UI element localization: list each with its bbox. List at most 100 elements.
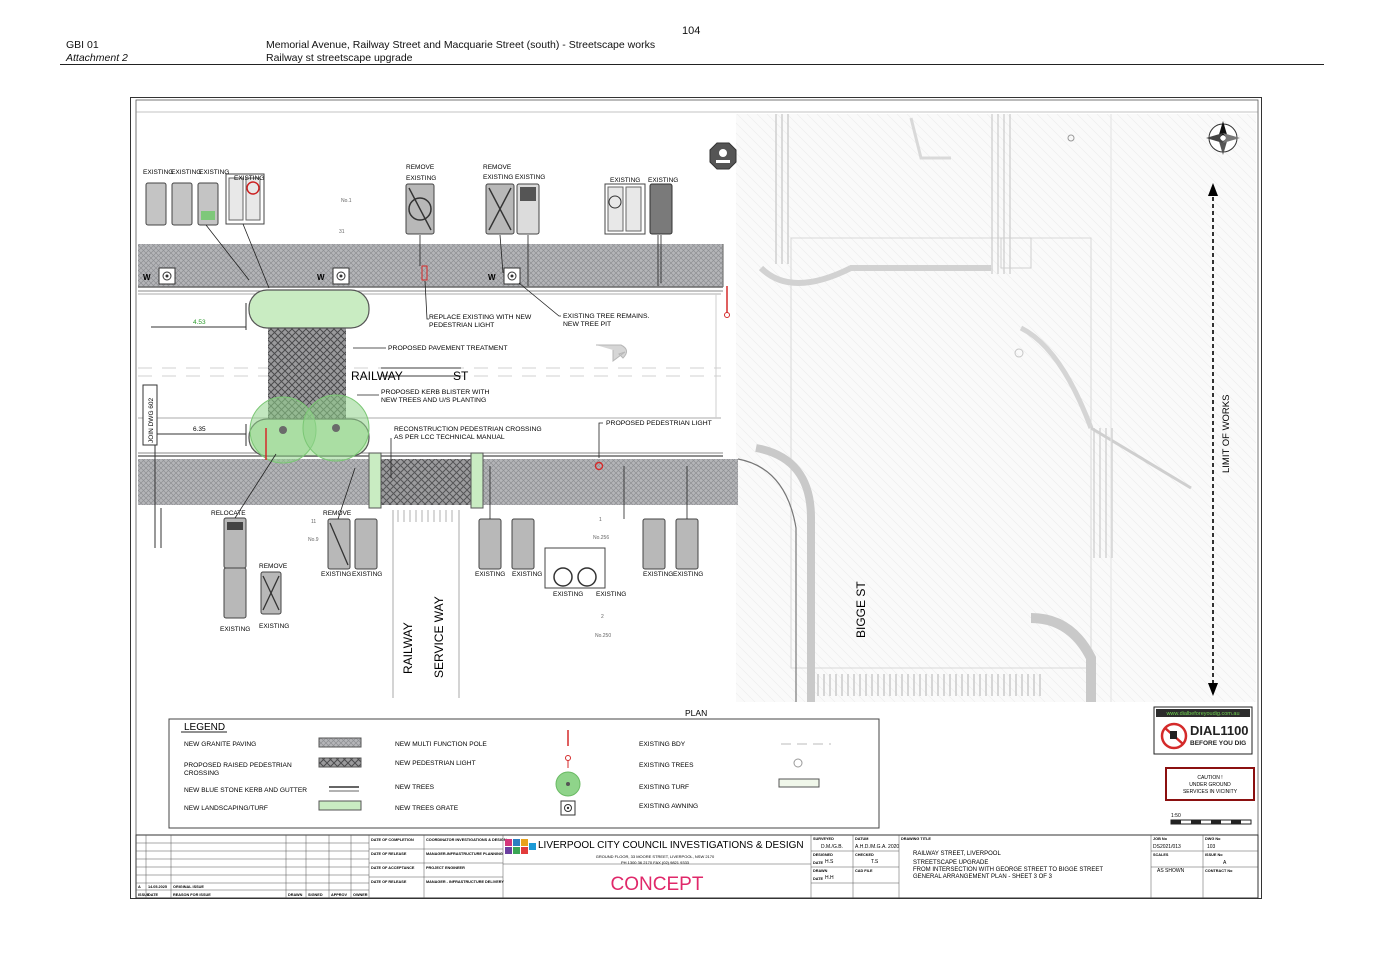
label-bot-existing-8: EXISTING xyxy=(673,571,703,578)
label-top-existing-6: EXISTING xyxy=(483,174,513,181)
drawing-sheet: W W W 4.53 6.35 RAILWAY ST BIGGE ST RAIL… xyxy=(130,97,1262,899)
dimensions: 4.53 6.35 xyxy=(151,303,247,548)
issue-header: ISSUE xyxy=(138,893,150,897)
label-bot-existing-10: EXISTING xyxy=(259,623,289,630)
dt-2: STREETSCAPE UPGRADE xyxy=(913,860,988,866)
legend: LEGEND NEW GRANITE PAVING PROPOSED RAISE… xyxy=(168,718,880,829)
label-bot-existing-7: EXISTING xyxy=(643,571,673,578)
document-code: GBI 01 xyxy=(66,39,99,51)
label-top-remove-1: REMOVE xyxy=(406,164,435,171)
rev-desc: ORIGINAL ISSUE xyxy=(173,885,204,889)
callout-replace-light-1: REPLACE EXISTING WITH NEW xyxy=(429,314,532,321)
dt-1: RAILWAY STREET, LIVERPOOL xyxy=(913,851,1001,857)
tb-datum-v: A.H.D./M.G.A. 2020 xyxy=(855,844,899,850)
council-name: LIVERPOOL CITY COUNCIL INVESTIGATIONS & … xyxy=(538,840,804,851)
tb-designed-v: H.S xyxy=(825,859,834,865)
callout-ped-light: PROPOSED PEDESTRIAN LIGHT xyxy=(606,420,712,427)
tb-drawn-v: H.H xyxy=(825,875,834,881)
label-bot-existing-6: EXISTING xyxy=(596,591,626,598)
tb-dwg-v: 103 xyxy=(1207,844,1216,850)
label-top-existing-2: EXISTING xyxy=(171,169,201,176)
legend-title: LEGEND xyxy=(184,722,225,733)
scale-value: 1:50 xyxy=(1171,813,1181,819)
legend-col3-2: EXISTING TURF xyxy=(639,784,689,791)
callout-crossing-2: AS PER LCC TECHNICAL MANUAL xyxy=(394,434,505,441)
tb-dwg-no: DWG No xyxy=(1205,837,1221,841)
tb-date-1: DATE xyxy=(813,861,824,865)
caution-1: CAUTION ! xyxy=(1197,775,1222,781)
plan-label: PLAN xyxy=(685,708,707,718)
callout-pavement: PROPOSED PAVEMENT TREATMENT xyxy=(388,345,507,352)
tb-drawn: DRAWN xyxy=(813,869,828,873)
dial-main: DIAL1100 xyxy=(1190,723,1249,738)
attachment-label: Attachment 2 xyxy=(66,52,128,64)
dt-4: GENERAL ARRANGEMENT PLAN - SHEET 3 OF 3 xyxy=(913,874,1053,880)
street-label-railway: RAILWAY xyxy=(351,369,403,383)
tb-mgr-plan: MANAGER-INFRASTRUCTURE PLANNING xyxy=(426,852,503,856)
title-block: A 14.05.2025 ORIGINAL ISSUE ISSUE DATE R… xyxy=(135,834,1259,898)
legend-existing-turf-swatch xyxy=(778,778,820,788)
prop-11: 11 xyxy=(311,519,316,525)
tb-date-acceptance: DATE OF ACCEPTANCE xyxy=(371,866,415,870)
svg-text:W: W xyxy=(488,273,496,282)
tb-date-release-2: DATE OF RELEASE xyxy=(371,880,407,884)
callout-kerb-2: NEW TREES AND U/S PLANTING xyxy=(381,397,486,404)
tb-date-completion: DATE OF COMPLETION xyxy=(371,838,414,842)
tb-job-v: DS2021/013 xyxy=(1153,844,1181,850)
tb-proj-eng: PROJECT ENGINEER xyxy=(426,866,465,870)
top-footpath-paving xyxy=(138,244,723,287)
label-top-remove-2: REMOVE xyxy=(483,164,512,171)
header-rule xyxy=(60,64,1324,65)
tb-issue-no: ISSUE No xyxy=(1205,853,1223,857)
callout-tree-remains-2: NEW TREE PIT xyxy=(563,321,611,328)
legend-col1-4: NEW LANDSCAPING/TURF xyxy=(184,805,268,812)
street-label-service-2: SERVICE WAY xyxy=(432,596,446,678)
stop-sign-icon xyxy=(709,142,737,170)
label-bot-relocate: RELOCATE xyxy=(211,510,246,517)
prop-no9: No.9 xyxy=(308,537,319,543)
tb-issue-v: A xyxy=(1223,860,1227,866)
label-bot-existing-4: EXISTING xyxy=(512,571,542,578)
tb-job-no: JOB No xyxy=(1153,837,1168,841)
header-middle: Memorial Avenue, Railway Street and Macq… xyxy=(266,39,655,65)
label-top-existing-1: EXISTING xyxy=(143,169,173,176)
label-top-existing-5: EXISTING xyxy=(406,175,436,182)
corner-kerb xyxy=(722,244,797,702)
council-phone: PH 1300 36 2170 FAX (02) 9821 9333 xyxy=(621,860,690,865)
label-top-existing-8: EXISTING xyxy=(610,177,640,184)
legend-swatch-paving xyxy=(318,737,362,748)
council-logo-icon xyxy=(505,839,536,854)
limit-of-works-label: LIMIT OF WORKS xyxy=(1221,395,1232,473)
dim-bottom: 6.35 xyxy=(193,426,206,433)
drawn-header: DRAWN xyxy=(288,893,303,897)
caution-2: UNDER GROUND xyxy=(1189,782,1231,788)
svg-text:W: W xyxy=(143,273,151,282)
bottom-signs xyxy=(223,517,699,619)
legend-col2-2: NEW TREES xyxy=(395,784,435,791)
prop-1: 1 xyxy=(599,517,602,523)
tb-cad-file: CAD FILE xyxy=(855,869,873,873)
street-label-service-1: RAILWAY xyxy=(401,622,415,674)
label-top-existing-4: EXISTING xyxy=(234,175,264,182)
reason-header: REASON FOR ISSUE xyxy=(173,893,211,897)
dial-url: www.dialbeforeyoudig.com.au xyxy=(1165,711,1239,717)
legend-col3-0: EXISTING BDY xyxy=(639,741,686,748)
kerb-blister-top xyxy=(248,289,370,329)
plan-drawing: W W W 4.53 6.35 RAILWAY ST BIGGE ST RAIL… xyxy=(135,99,1259,898)
tb-checked-v: T.S xyxy=(871,859,879,865)
bottom-sign-labels: RELOCATE REMOVE REMOVE EXISTING EXISTING… xyxy=(211,510,703,633)
tb-scales: SCALES xyxy=(1153,853,1169,857)
tb-coord: COORDINATOR INVESTIGATIONS & DESIGN xyxy=(426,838,507,842)
document-title: Memorial Avenue, Railway Street and Macq… xyxy=(266,39,656,51)
pedestrian-light-poles xyxy=(265,265,730,471)
signed-header: SIGNED xyxy=(308,893,323,897)
page-number: 104 xyxy=(682,25,701,37)
label-bot-remove-2: REMOVE xyxy=(259,563,288,570)
owner-header: OWNER xyxy=(353,893,368,897)
join-dwg-label: JOIN DWG 602 xyxy=(148,397,155,443)
scale-bar: 1:50 xyxy=(1170,813,1252,825)
approv-header: APPROV xyxy=(331,893,348,897)
label-bot-existing-5: EXISTING xyxy=(553,591,583,598)
label-top-existing-3: EXISTING xyxy=(199,169,229,176)
legend-col3-3: EXISTING AWNING xyxy=(639,803,698,810)
